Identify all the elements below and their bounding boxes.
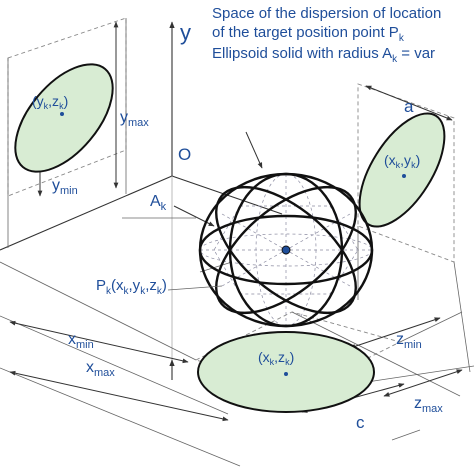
dimension-a-label: a [404, 97, 414, 116]
caption-pointer [245, 131, 263, 169]
xz-point-marker [284, 372, 288, 376]
target-point-label: Pk(xk,yk,zk) [96, 277, 167, 297]
yz-projection-ellipse [14, 63, 114, 173]
origin-label: O [178, 145, 191, 164]
xz-point-label: (xk,zk) [258, 349, 294, 367]
xy-projection-ellipse [358, 112, 446, 228]
caption-line-3: Ellipsoid solid with radius Ak = var [212, 45, 435, 65]
z-min-label: zmin [396, 331, 422, 351]
caption-line-2: of the target position point Pk [212, 24, 405, 44]
x-min-arrow [9, 320, 189, 364]
y-max-label: ymax [120, 109, 149, 129]
target-point [281, 245, 291, 255]
xy-point-marker [402, 174, 406, 178]
axes [0, 21, 283, 380]
z-min-arrow [349, 317, 441, 349]
y-axis-label: y [180, 20, 191, 45]
yz-point-marker [60, 112, 64, 116]
radius-pointer [173, 205, 215, 227]
a-arrow [365, 85, 453, 121]
x-max-label: xmax [86, 359, 115, 379]
yz-point-label: (yk,zk) [32, 93, 68, 111]
caption: Space of the dispersion of location of t… [212, 5, 441, 65]
point-label-leader [167, 285, 223, 291]
y-min-label: ymin [52, 177, 78, 197]
z-max-label: zmax [414, 395, 443, 415]
x-axis-guide [0, 175, 173, 251]
dimension-c-label: c [356, 413, 365, 432]
x-max-arrow [9, 370, 229, 422]
ellipsoid-solid [198, 172, 374, 328]
x-min-label: xmin [68, 331, 94, 351]
xy-point-label: (xk,yk) [384, 152, 420, 170]
caption-line-1: Space of the dispersion of location [212, 5, 441, 22]
radius-label: Ak [150, 193, 167, 213]
